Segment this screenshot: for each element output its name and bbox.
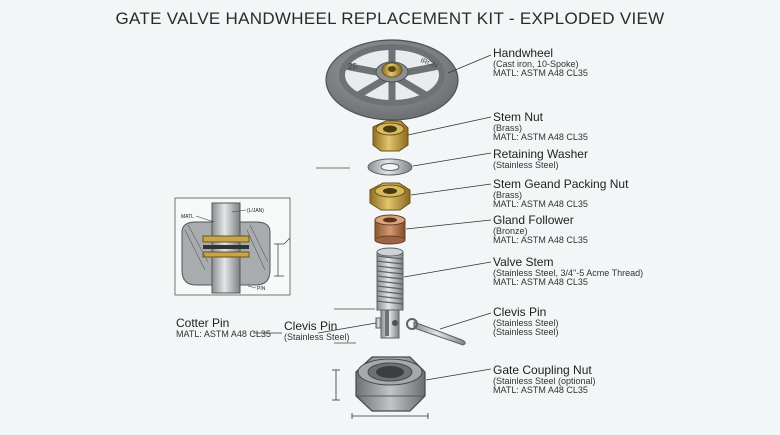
- label-stem-nut-mat: MATL: ASTM A48 CL35: [493, 132, 588, 143]
- gland-follower: [374, 214, 406, 245]
- label-clevis-pin-right-sub: (Stainless Steel): [493, 317, 559, 328]
- handwheel-mark-left: 25: [348, 62, 357, 71]
- label-clevis-pin-left-name: Clevis Pin: [284, 319, 338, 333]
- valve-stem: [375, 247, 404, 339]
- handwheel: 25 IRON: [325, 39, 459, 121]
- label-gland-follower-name: Gland Follower: [493, 213, 574, 227]
- label-retaining-washer-sub: (Stainless Steel): [493, 159, 559, 170]
- label-gland-follower: Gland Follower (Bronze) MATL: ASTM A48 C…: [493, 214, 588, 245]
- label-valve-stem: Valve Stem (Stainless Steel, 3/4"-5 Acme…: [493, 256, 643, 287]
- label-clevis-pin-right-mat: (Stainless Steel): [493, 327, 559, 338]
- inset-label-matl: MATL: [181, 214, 194, 220]
- stem-nut: [372, 120, 409, 152]
- label-coupling-nut-sub: (Stainless Steel (optional): [493, 375, 596, 386]
- label-handwheel-sub: (Cast iron, 10-Spoke): [493, 58, 579, 69]
- coupling-nut: [355, 356, 426, 412]
- inset-label-pin: PIN: [257, 286, 266, 292]
- label-gland-follower-mat: MATL: ASTM A48 CL35: [493, 235, 588, 246]
- label-stem-nut-name: Stem Nut: [493, 110, 544, 124]
- label-valve-stem-sub: (Stainless Steel, 3/4"-5 Acme Thread): [493, 267, 644, 278]
- clevis-pin-right-part: [406, 318, 466, 346]
- page-title: GATE VALVE HANDWHEEL REPLACEMENT KIT - E…: [115, 9, 665, 28]
- label-cotter-pin-mat: MATL: ASTM A48 CL35: [176, 328, 271, 339]
- retaining-washer: [367, 158, 413, 176]
- label-gland-follower-sub: (Bronze): [493, 225, 528, 236]
- leader-lines: [253, 54, 492, 381]
- label-clevis-pin-left: Clevis Pin (Stainless Steel): [284, 320, 350, 342]
- coupling-nut-dimensions: [332, 369, 429, 419]
- label-packing-nut-name: Stem Geand Packing Nut: [493, 177, 629, 191]
- label-packing-nut-sub: (Brass): [493, 189, 522, 200]
- label-packing-nut: Stem Geand Packing Nut (Brass) MATL: AST…: [493, 178, 628, 209]
- label-stem-nut: Stem Nut (Brass) MATL: ASTM A48 CL35: [493, 111, 588, 142]
- label-clevis-pin-left-sub: (Stainless Steel): [284, 331, 350, 342]
- label-retaining-washer-name: Retaining Washer: [493, 147, 588, 161]
- label-packing-nut-mat: MATL: ASTM A48 CL35: [493, 199, 588, 210]
- inset-label-top: (L/JAN): [247, 208, 264, 214]
- packing-nut: [369, 182, 411, 211]
- section-detail-inset: MATL (L/JAN) PIN: [174, 197, 291, 296]
- label-coupling-nut-mat: MATL: ASTM A48 CL35: [493, 385, 588, 396]
- label-retaining-washer: Retaining Washer (Stainless Steel): [493, 148, 588, 170]
- label-stem-nut-sub: (Brass): [493, 122, 522, 133]
- label-handwheel: Handwheel (Cast iron, 10-Spoke) MATL: AS…: [493, 47, 588, 78]
- label-valve-stem-mat: MATL: ASTM A48 CL35: [493, 277, 588, 288]
- label-handwheel-mat: MATL: ASTM A48 CL35: [493, 68, 588, 79]
- label-cotter-pin-name: Cotter Pin: [176, 316, 230, 330]
- label-coupling-nut: Gate Coupling Nut (Stainless Steel (opti…: [493, 364, 596, 395]
- label-clevis-pin-right: Clevis Pin (Stainless Steel) (Stainless …: [493, 306, 559, 337]
- label-coupling-nut-name: Gate Coupling Nut: [493, 363, 592, 377]
- label-clevis-pin-right-name: Clevis Pin: [493, 305, 547, 319]
- label-cotter-pin: Cotter Pin MATL: ASTM A48 CL35: [176, 317, 271, 339]
- label-handwheel-name: Handwheel: [493, 46, 554, 60]
- label-valve-stem-name: Valve Stem: [493, 255, 554, 269]
- axis-ticks: [316, 167, 375, 344]
